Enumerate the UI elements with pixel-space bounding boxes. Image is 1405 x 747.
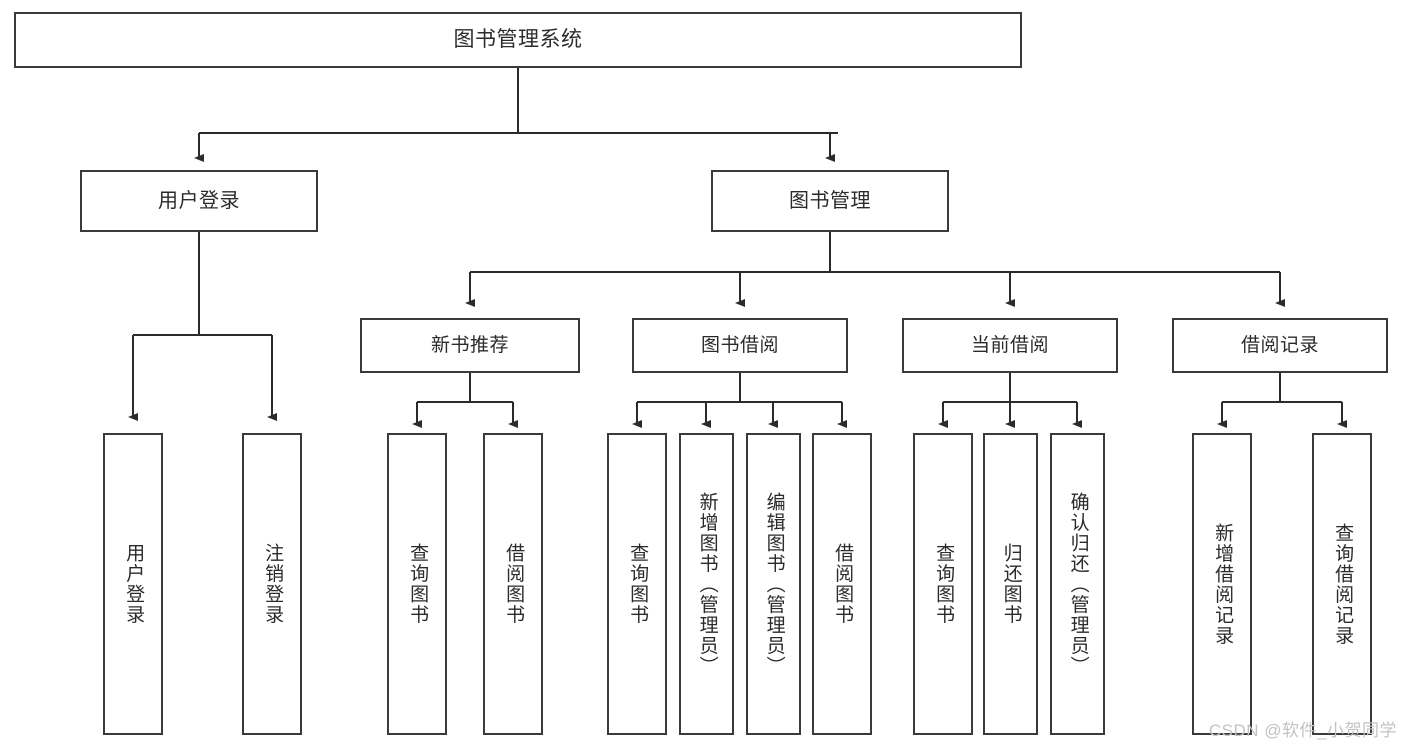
leaf-cb-query-book[interactable]: 查询图书 [913,433,973,735]
leaf-bb-edit-book[interactable]: 编辑图书（管理员） [746,433,801,735]
leaf-cb-confirm-return-label: 确认归还（管理员） [1067,491,1089,677]
leaf-user-login[interactable]: 用户登录 [103,433,163,735]
leaf-logout[interactable]: 注销登录 [242,433,302,735]
leaf-bb-query-book-label: 查询图书 [627,543,649,625]
node-root[interactable]: 图书管理系统 [14,12,1022,68]
leaf-nb-query-book-label: 查询图书 [407,543,429,625]
node-book-manage[interactable]: 图书管理 [711,170,949,232]
leaf-br-add-record-label: 新增借阅记录 [1212,522,1234,646]
node-borrow-record-label: 借阅记录 [1240,334,1319,356]
leaf-br-add-record[interactable]: 新增借阅记录 [1192,433,1252,735]
node-book-borrow[interactable]: 图书借阅 [632,318,848,373]
leaf-bb-add-book[interactable]: 新增图书（管理员） [679,433,734,735]
leaf-nb-borrow-book-label: 借阅图书 [503,543,525,625]
leaf-cb-return-book-label: 归还图书 [1000,543,1022,625]
node-user-login[interactable]: 用户登录 [80,170,318,232]
leaf-user-login-label: 用户登录 [123,543,145,625]
node-book-borrow-label: 图书借阅 [700,334,779,356]
leaf-bb-borrow-book-label: 借阅图书 [832,543,854,625]
leaf-br-query-record[interactable]: 查询借阅记录 [1312,433,1372,735]
leaf-bb-add-book-label: 新增图书（管理员） [696,491,718,677]
leaf-bb-borrow-book[interactable]: 借阅图书 [812,433,872,735]
node-book-manage-label: 图书管理 [789,189,871,212]
leaf-cb-confirm-return[interactable]: 确认归还（管理员） [1050,433,1105,735]
node-borrow-record[interactable]: 借阅记录 [1172,318,1388,373]
node-new-book-recommend[interactable]: 新书推荐 [360,318,580,373]
node-root-label: 图书管理系统 [453,28,583,52]
leaf-br-query-record-label: 查询借阅记录 [1332,522,1354,646]
node-current-borrow[interactable]: 当前借阅 [902,318,1118,373]
node-current-borrow-label: 当前借阅 [970,334,1049,356]
node-user-login-label: 用户登录 [158,189,240,212]
leaf-bb-edit-book-label: 编辑图书（管理员） [763,491,785,677]
watermark: CSDN @软件_小贺同学 [1208,721,1397,740]
node-new-book-recommend-label: 新书推荐 [430,334,509,356]
leaf-nb-query-book[interactable]: 查询图书 [387,433,447,735]
leaf-bb-query-book[interactable]: 查询图书 [607,433,667,735]
leaf-cb-query-book-label: 查询图书 [933,543,955,625]
leaf-logout-label: 注销登录 [262,543,284,625]
leaf-nb-borrow-book[interactable]: 借阅图书 [483,433,543,735]
leaf-cb-return-book[interactable]: 归还图书 [983,433,1038,735]
